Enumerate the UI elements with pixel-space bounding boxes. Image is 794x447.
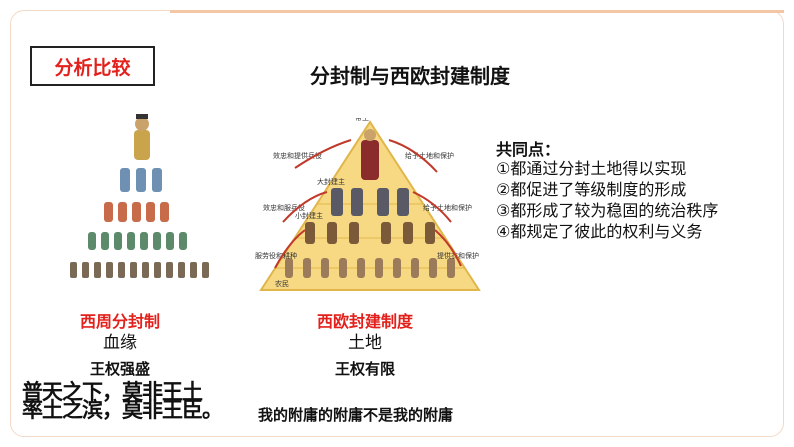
tier-2 <box>120 168 162 192</box>
zhou-quote-line1: 普天之下，莫非王土 <box>22 380 203 404</box>
pyramid-peasants <box>285 258 455 278</box>
zhou-basis: 血缘 <box>103 333 137 353</box>
pyramid-vassals <box>305 222 435 244</box>
zhou-quote-line2: 率土之滨，莫非王臣。 <box>22 398 223 422</box>
common-point-item: ④都规定了彼此的权利与义务 <box>496 222 703 241</box>
pyramid-tier-labels: 帝王 大封建主 小封建主 农民 <box>275 118 369 288</box>
tier-3 <box>104 202 169 222</box>
common-point-item: ①都通过分封土地得以实现 <box>496 159 687 178</box>
zhou-hierarchy-illustration <box>70 114 209 278</box>
europe-system-name: 西欧封建制度 <box>316 312 413 331</box>
common-point-item: ③都形成了较为稳固的统治秩序 <box>496 201 719 220</box>
feudal-pyramid-illustration: 帝王 大封建主 小封建主 农民 效忠和提供兵役 效忠和服兵役 服劳役和耕种 给予… <box>255 118 481 291</box>
svg-text:农民: 农民 <box>275 279 289 288</box>
svg-text:提供衣和保护: 提供衣和保护 <box>437 251 479 260</box>
europe-power: 王权有限 <box>334 360 395 378</box>
zhou-power: 王权强盛 <box>89 360 150 378</box>
slide-title: 分封制与西欧封建制度 <box>310 64 510 88</box>
pyramid-king <box>361 129 379 180</box>
europe-basis: 土地 <box>348 333 382 353</box>
tier-4 <box>88 232 187 250</box>
king-figure <box>134 114 150 160</box>
svg-text:给予土地和保护: 给予土地和保护 <box>423 203 472 212</box>
obligation-arrows <box>274 139 462 269</box>
svg-text:帝王: 帝王 <box>355 118 369 122</box>
common-points-heading: 共同点： <box>496 140 561 159</box>
svg-text:服劳役和耕种: 服劳役和耕种 <box>255 251 297 260</box>
svg-text:给予土地和保护: 给予土地和保护 <box>405 151 454 160</box>
pyramid-lords <box>331 188 409 216</box>
zhou-system-name: 西周分封制 <box>79 312 160 331</box>
common-points-list: ①都通过分封土地得以实现 ②都促进了等级制度的形成 ③都形成了较为稳固的统治秩序… <box>496 158 718 242</box>
svg-text:效忠和提供兵役: 效忠和提供兵役 <box>273 151 322 160</box>
svg-text:大封建主: 大封建主 <box>317 177 345 186</box>
svg-text:小封建主: 小封建主 <box>295 211 323 220</box>
top-accent-strip <box>170 10 784 13</box>
svg-text:效忠和服兵役: 效忠和服兵役 <box>263 203 305 212</box>
pyramid-side-labels: 效忠和提供兵役 效忠和服兵役 服劳役和耕种 给予土地和保护 给予土地和保护 提供… <box>255 151 479 260</box>
tier-5 <box>70 262 209 278</box>
common-point-item: ②都促进了等级制度的形成 <box>496 180 687 199</box>
analysis-tag: 分析比较 <box>30 46 155 86</box>
vassal-saying: 我的附庸的附庸不是我的附庸 <box>258 406 454 424</box>
